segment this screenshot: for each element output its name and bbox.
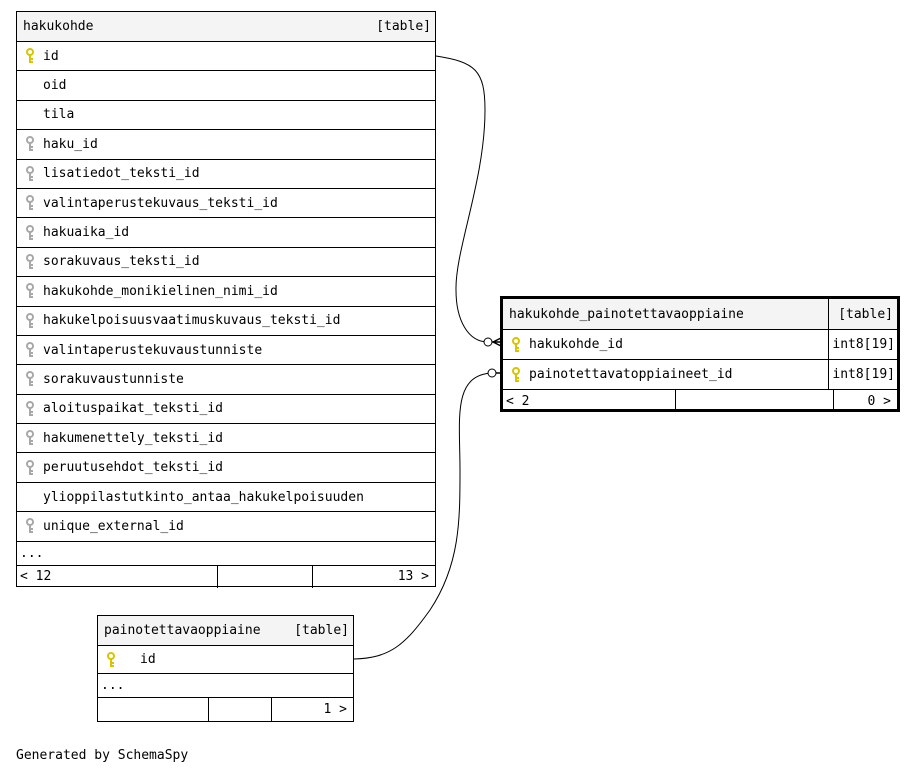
table-type-tag: [table] <box>828 299 897 329</box>
primary-key-icon <box>503 330 529 359</box>
table-header[interactable]: hakukohde_painotettavaoppiaine [table] <box>503 299 897 330</box>
column-name: id <box>140 652 156 667</box>
column-name: id <box>43 48 59 64</box>
foreign-key-icon <box>17 130 43 158</box>
table-footer: < 12 13 > <box>17 565 435 588</box>
generated-by-credit: Generated by SchemaSpy <box>16 748 189 763</box>
column-name: sorakuvaus_teksti_id <box>43 254 200 270</box>
column-row[interactable]: painotettavatoppiaineet_id int8[19] <box>503 360 897 390</box>
column-name: valintaperustekuvaus_teksti_id <box>43 195 278 211</box>
primary-key-icon <box>503 360 529 389</box>
relation-end-circle-painotettava <box>487 368 497 378</box>
column-name: ylioppilastutkinto_antaa_hakukelpoisuude… <box>43 489 364 505</box>
column-row[interactable]: peruutusehdot_teksti_id <box>17 453 435 483</box>
column-name: painotettavatoppiaineet_id <box>529 367 733 382</box>
column-row[interactable]: ylioppilastutkinto_antaa_hakukelpoisuude… <box>17 483 435 513</box>
table-name: painotettavaoppiaine <box>104 623 261 638</box>
column-name: lisatiedot_teksti_id <box>43 166 200 182</box>
column-row[interactable]: hakumenettely_teksti_id <box>17 424 435 454</box>
child-count: 1 > <box>323 702 347 717</box>
child-count: 13 > <box>397 569 429 585</box>
table-footer: 1 > <box>98 698 353 721</box>
column-row[interactable]: lisatiedot_teksti_id <box>17 160 435 189</box>
child-count: 0 > <box>867 393 891 409</box>
column-name: unique_external_id <box>43 518 184 534</box>
column-type: int8[19] <box>828 360 897 389</box>
column-name: hakuaika_id <box>43 225 130 241</box>
column-name: oid <box>43 78 67 94</box>
column-row[interactable]: sorakuvaustunniste <box>17 365 435 395</box>
more-columns: ... <box>98 674 353 698</box>
column-name: haku_id <box>43 136 98 152</box>
no-key-spacer <box>17 483 43 511</box>
column-row[interactable]: hakukohde_monikielinen_nimi_id <box>17 277 435 307</box>
table-footer: < 2 0 > <box>503 390 897 412</box>
column-row[interactable]: hakukohde_id int8[19] <box>503 330 897 360</box>
column-row[interactable]: oid <box>17 71 435 101</box>
foreign-key-icon <box>17 160 43 188</box>
no-key-spacer <box>17 71 43 99</box>
foreign-key-icon <box>17 453 43 481</box>
primary-key-icon <box>17 42 43 70</box>
relation-hakukohde-to-junction <box>435 55 489 343</box>
relation-end-circle-hakukohde <box>483 337 493 347</box>
column-name: hakukohde_monikielinen_nimi_id <box>43 283 278 299</box>
column-name: hakukohde_id <box>529 337 623 352</box>
foreign-key-icon <box>17 336 43 364</box>
column-row[interactable]: unique_external_id <box>17 512 435 542</box>
foreign-key-icon <box>17 248 43 276</box>
column-row[interactable]: id <box>17 42 435 72</box>
foreign-key-icon <box>17 218 43 246</box>
column-name: peruutusehdot_teksti_id <box>43 460 224 476</box>
more-columns: ... <box>17 542 435 566</box>
column-type: int8[19] <box>828 330 897 359</box>
no-key-spacer <box>17 101 43 129</box>
column-name: tila <box>43 107 75 123</box>
column-row[interactable]: haku_id <box>17 130 435 160</box>
table-header[interactable]: painotettavaoppiaine [table] <box>98 616 353 646</box>
column-name: hakukelpoisuusvaatimuskuvaus_teksti_id <box>43 313 341 329</box>
table-painotettavaoppiaine[interactable]: painotettavaoppiaine [table] id ... 1 > <box>97 615 354 722</box>
table-name: hakukohde <box>23 19 94 34</box>
table-hakukohde-painotettavaoppiaine[interactable]: hakukohde_painotettavaoppiaine [table] h… <box>500 296 900 412</box>
column-row[interactable]: valintaperustekuvaustunniste <box>17 336 435 366</box>
foreign-key-icon <box>17 277 43 305</box>
footer-spacer <box>675 390 834 412</box>
foreign-key-icon <box>17 365 43 393</box>
column-name: hakumenettely_teksti_id <box>43 430 224 446</box>
footer-spacer <box>208 698 272 721</box>
column-name: valintaperustekuvaustunniste <box>43 342 263 358</box>
column-row[interactable]: id <box>98 646 353 674</box>
parent-count: < 12 <box>20 569 52 585</box>
foreign-key-icon <box>17 307 43 335</box>
column-row[interactable]: hakukelpoisuusvaatimuskuvaus_teksti_id <box>17 307 435 336</box>
column-row[interactable]: aloituspaikat_teksti_id <box>17 395 435 425</box>
table-type-tag: [table] <box>294 623 349 638</box>
column-name: sorakuvaustunniste <box>43 371 184 387</box>
table-type-tag: [table] <box>376 19 431 34</box>
column-row[interactable]: valintaperustekuvaus_teksti_id <box>17 189 435 219</box>
table-header[interactable]: hakukohde [table] <box>17 12 435 42</box>
column-row[interactable]: hakuaika_id <box>17 218 435 248</box>
parent-count: < 2 <box>506 393 530 409</box>
column-name: aloituspaikat_teksti_id <box>43 401 224 417</box>
primary-key-icon <box>98 646 124 673</box>
footer-left-cell <box>98 698 208 721</box>
foreign-key-icon <box>17 424 43 452</box>
foreign-key-icon <box>17 512 43 540</box>
column-row[interactable]: tila <box>17 101 435 131</box>
column-row[interactable]: sorakuvaus_teksti_id <box>17 248 435 278</box>
foreign-key-icon <box>17 395 43 423</box>
table-name: hakukohde_painotettavaoppiaine <box>509 306 744 322</box>
footer-spacer <box>217 565 313 588</box>
foreign-key-icon <box>17 189 43 217</box>
